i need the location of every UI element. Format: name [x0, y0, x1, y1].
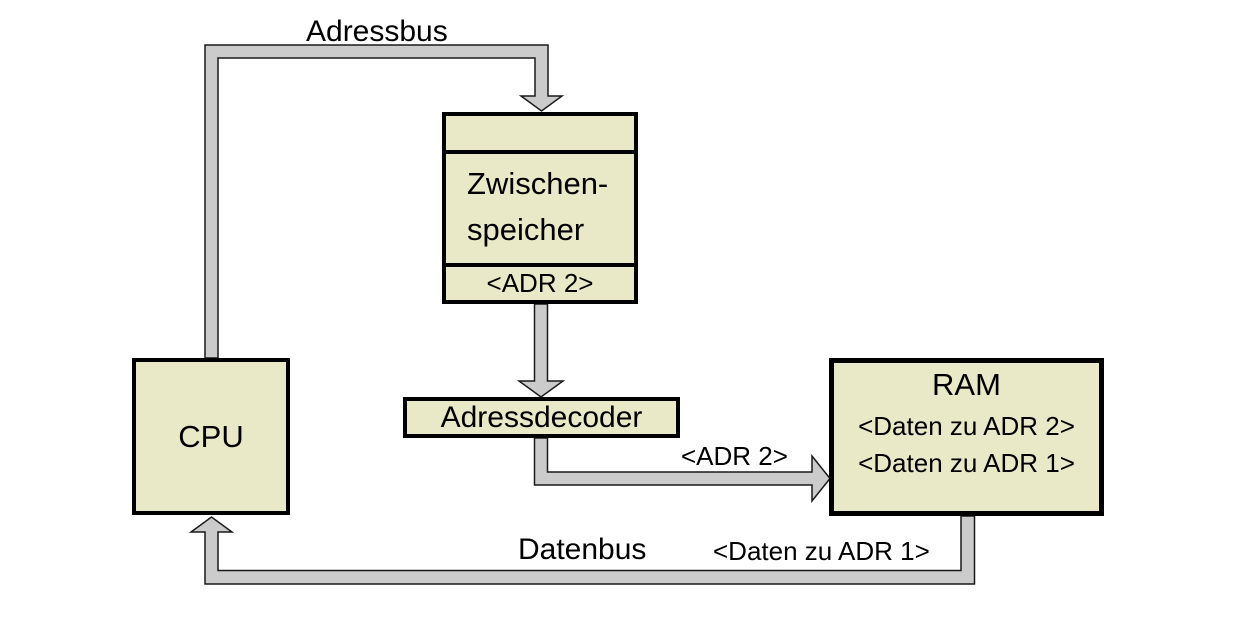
buffer-slot-value: <ADR 2>	[486, 268, 594, 298]
cpu-label: CPU	[178, 418, 244, 454]
buffer-top-section	[446, 116, 634, 150]
decoder-label: Adressdecoder	[440, 400, 643, 434]
decoder-to-ram-arrow	[533, 437, 831, 504]
decoder-to-ram-bus-label: <ADR 2>	[681, 441, 788, 471]
buffer-label-line1: Zwischen-	[467, 166, 609, 201]
data-bus-payload-label: <Daten zu ADR 1>	[713, 536, 930, 566]
address-bus-label: Adressbus	[306, 15, 448, 48]
ram-entry: <Daten zu ADR 1>	[858, 448, 1075, 478]
cpu-box: CPU	[132, 358, 290, 515]
data-bus-label: Datenbus	[518, 533, 647, 566]
buffer-divider-top	[446, 150, 634, 154]
buffer-to-decoder-arrow	[516, 303, 566, 398]
data-bus-arrow	[188, 515, 976, 585]
buffer-label-line2: speicher	[467, 212, 585, 247]
ram-entry: <Daten zu ADR 2>	[858, 411, 1075, 441]
buffer-label: Zwischen- speicher	[446, 154, 634, 263]
decoder-box: Adressdecoder	[403, 397, 680, 438]
ram-title: RAM	[932, 367, 1001, 402]
buffer-divider-bottom	[446, 263, 634, 267]
buffer-box: Zwischen- speicher <ADR 2>	[442, 112, 638, 304]
ram-box: RAM <Daten zu ADR 2> <Daten zu ADR 1>	[829, 358, 1104, 516]
ram-entries: <Daten zu ADR 2> <Daten zu ADR 1>	[834, 408, 1099, 482]
